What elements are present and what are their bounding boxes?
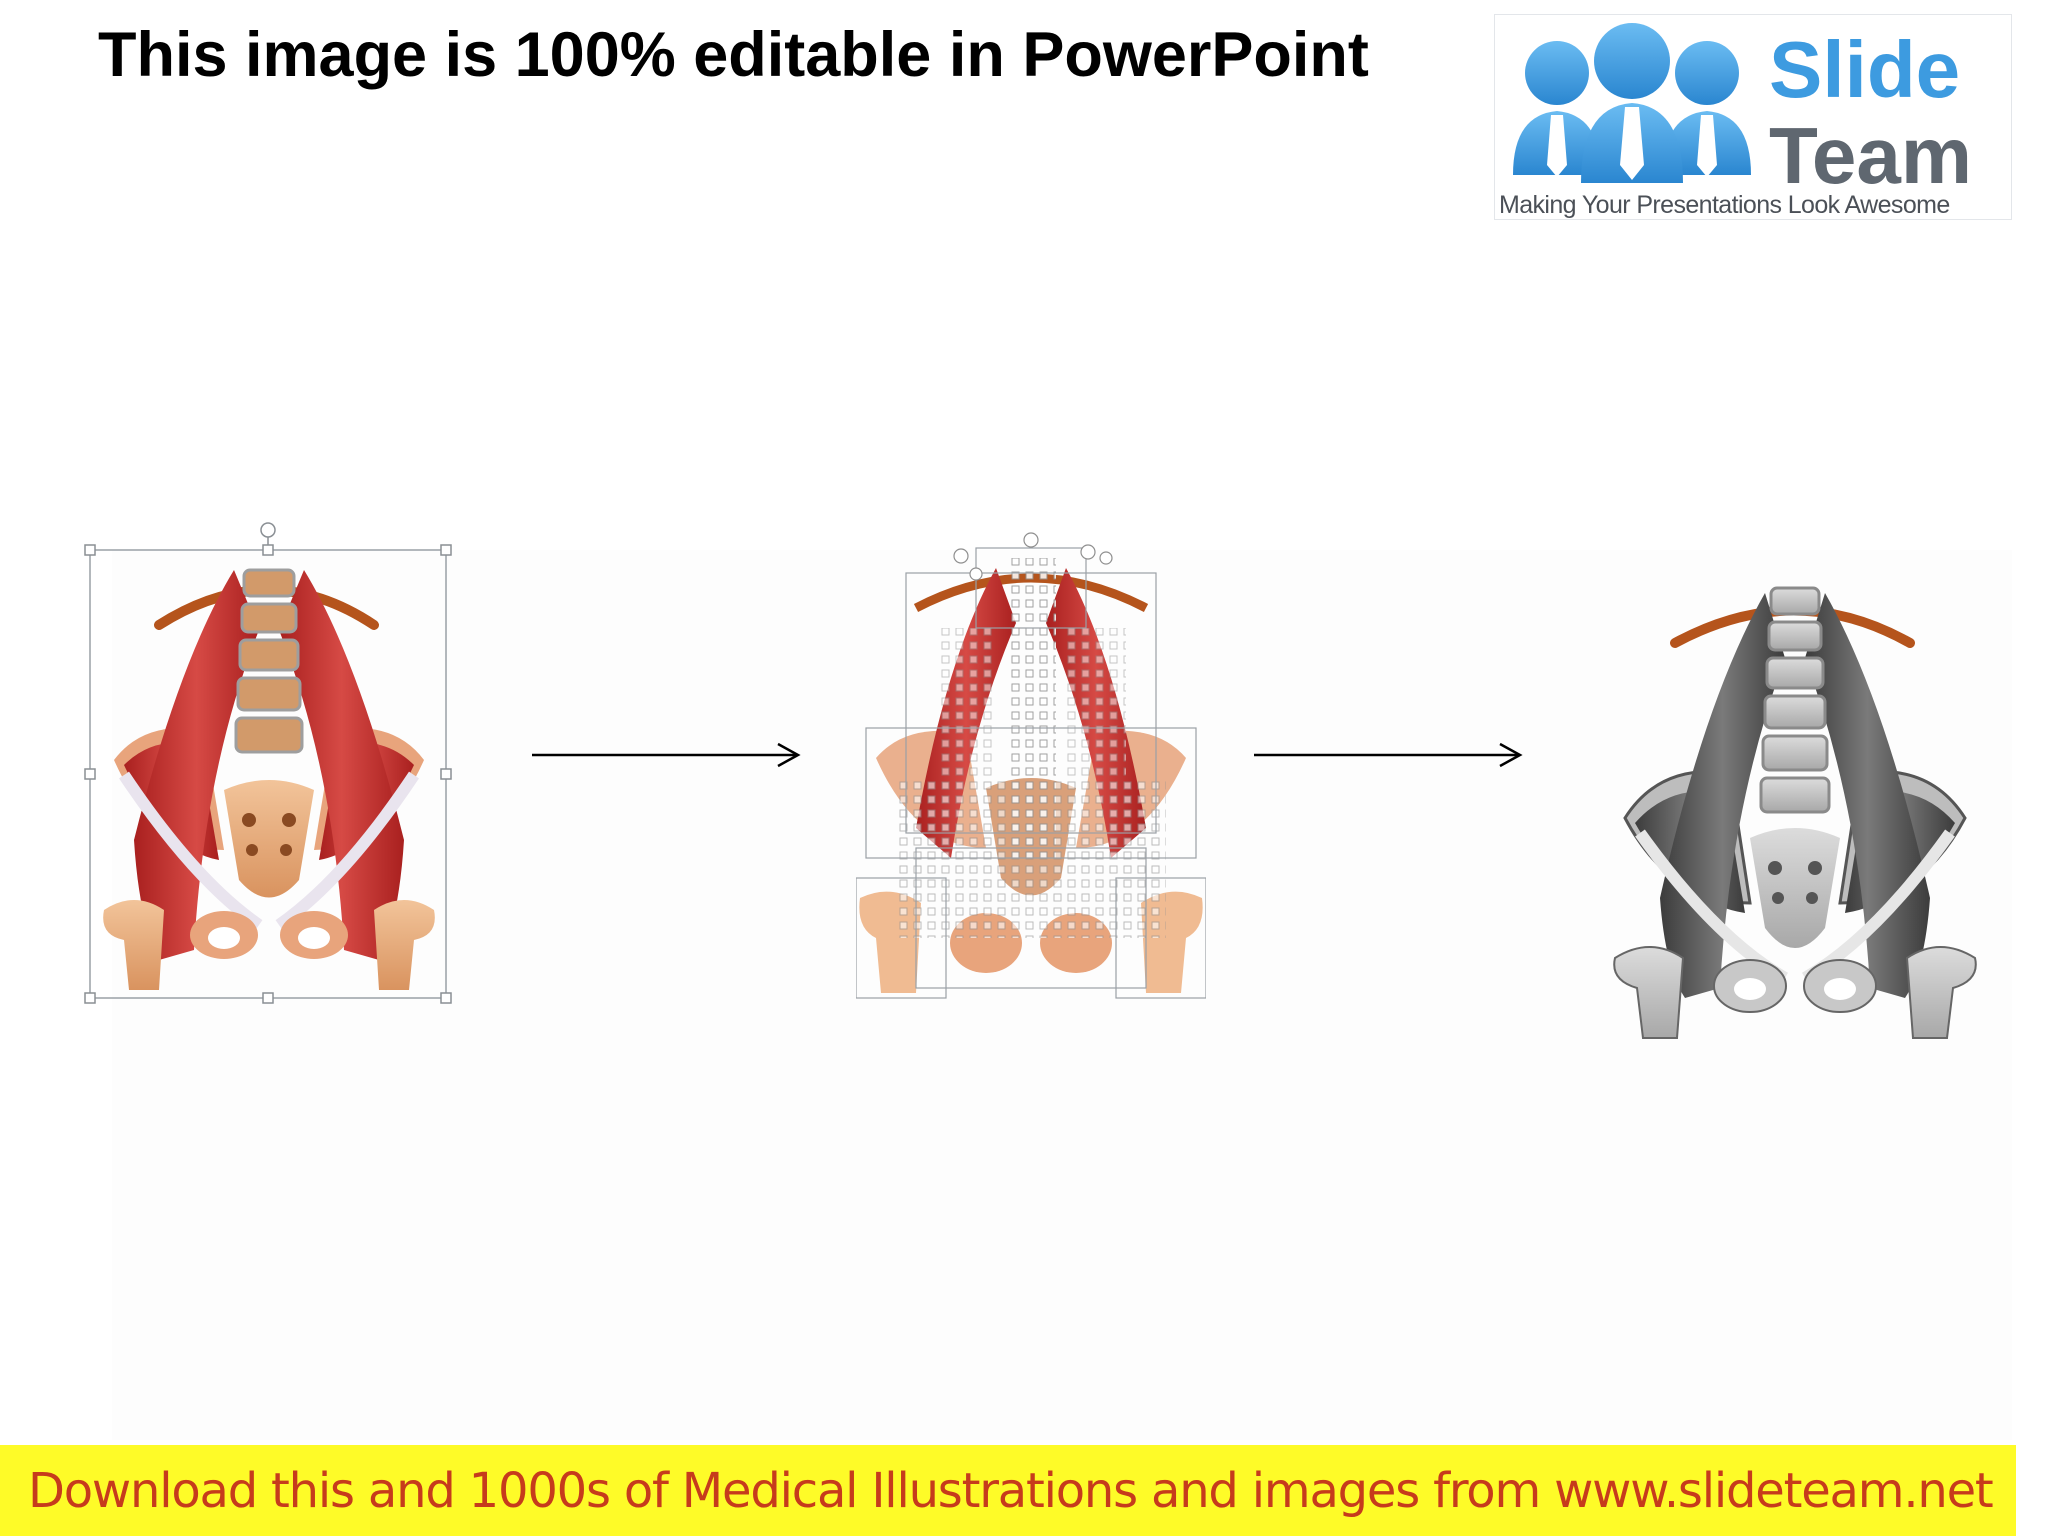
logo-word-team: Team xyxy=(1769,111,1973,200)
right-arrow-icon xyxy=(532,742,801,768)
right-arrow-icon xyxy=(1254,742,1523,768)
people-icon xyxy=(1513,23,1751,183)
logo-tagline: Making Your Presentations Look Awesome xyxy=(1499,191,1950,219)
footer-text[interactable]: Download this and 1000s of Medical Illus… xyxy=(28,1463,1994,1519)
color-illustration-selected[interactable] xyxy=(84,520,454,1010)
grayscale-illustration[interactable] xyxy=(1605,568,1985,1048)
footer-banner[interactable]: Download this and 1000s of Medical Illus… xyxy=(0,1445,2016,1536)
slide-title: This image is 100% editable in PowerPoin… xyxy=(98,20,1369,90)
slideteam-logo[interactable]: Slide Team Making Your Presentations Loo… xyxy=(1494,14,2012,220)
logo-word-slide: Slide xyxy=(1769,25,1961,114)
edit-points-illustration[interactable] xyxy=(856,528,1206,1003)
